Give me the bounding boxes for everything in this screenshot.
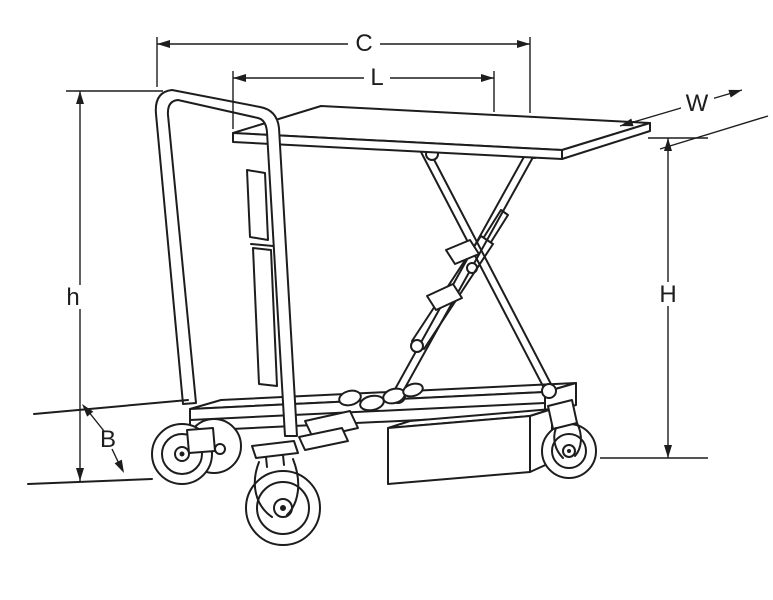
dimension-label-H: H <box>659 281 676 308</box>
dimension-label-B: B <box>100 426 116 453</box>
front-caster <box>245 440 321 546</box>
dimension-C: C <box>156 30 531 113</box>
dimension-H: H <box>600 137 708 459</box>
foot-pedal <box>298 410 359 451</box>
rear-wheels <box>151 418 242 485</box>
handle <box>154 89 298 437</box>
handle-pump-tube <box>252 247 278 387</box>
dimension-h: h <box>59 90 163 481</box>
dimension-W: W <box>619 89 769 150</box>
right-caster <box>541 399 597 479</box>
hydraulic-hoses <box>338 382 424 412</box>
handle-lever-bracket <box>246 169 269 241</box>
dimension-B: B <box>27 399 189 485</box>
dimension-label-W: W <box>686 90 709 117</box>
dimension-label-C: C <box>355 30 372 57</box>
hydraulic-cylinder <box>410 209 509 353</box>
dimension-L: L <box>232 64 495 129</box>
table-platform <box>232 105 651 160</box>
dimension-label-L: L <box>370 64 383 91</box>
dimension-label-h: h <box>66 284 79 311</box>
pump-box <box>387 408 553 485</box>
